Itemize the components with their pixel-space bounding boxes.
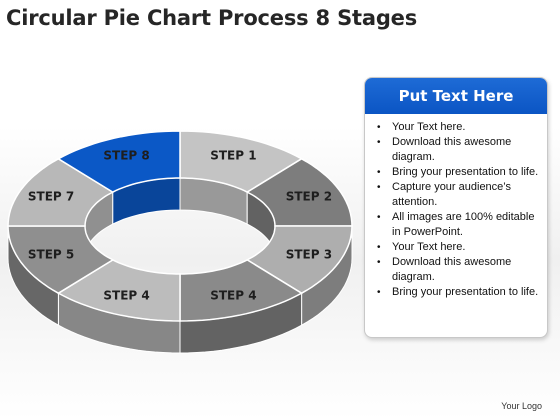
bullet-item: • Your Text here.: [373, 120, 539, 135]
bullet-text: Your Text here.: [392, 241, 466, 253]
bullet-icon: •: [377, 287, 381, 298]
ring-labels: STEP 1 STEP 2 STEP 3 STEP 4 STEP 4 STEP 5 STEP…: [28, 149, 332, 303]
bullet-item: • Capture your audience’s attention.: [373, 180, 539, 210]
ring-segment-label: STEP 2: [286, 190, 332, 204]
bullet-text: Download this awesome diagram.: [392, 136, 512, 163]
bullet-text: Bring your presentation to life.: [392, 286, 539, 298]
ring-segment-label: STEP 8: [103, 149, 149, 163]
ring-segment-label: STEP 4: [103, 288, 149, 302]
bullet-text: Download this awesome diagram.: [392, 256, 512, 283]
bullet-icon: •: [377, 257, 381, 268]
bullet-icon: •: [377, 137, 381, 148]
bullet-item: • Download this awesome diagram.: [373, 135, 539, 165]
ring-segment-label: STEP 4: [210, 288, 256, 302]
bullet-item: • Download this awesome diagram.: [373, 255, 539, 285]
bullet-text: Bring your presentation to life.: [392, 166, 539, 178]
bullet-text: All images are 100% editable in PowerPoi…: [392, 211, 535, 238]
ring-tops: [7, 130, 353, 322]
bullet-icon: •: [377, 182, 381, 193]
panel-header: Put Text Here: [365, 78, 547, 114]
bullet-item: • All images are 100% editable in PowerPo…: [373, 210, 539, 240]
logo-placeholder: Your Logo: [501, 401, 542, 411]
bullet-icon: •: [377, 167, 381, 178]
ring-segment-label: STEP 5: [28, 247, 74, 261]
bullet-item: • Bring your presentation to life.: [373, 165, 539, 180]
bullet-text: Your Text here.: [392, 121, 466, 133]
text-panel: Put Text Here • Your Text here. • Download …: [364, 77, 548, 338]
ring-segment: [56, 130, 181, 193]
ring-segment-label: STEP 3: [286, 247, 332, 261]
bullet-icon: •: [377, 122, 381, 133]
bullet-icon: •: [377, 212, 381, 223]
bullet-item: • Bring your presentation to life.: [373, 285, 539, 300]
page-title: Circular Pie Chart Process 8 Stages: [6, 6, 417, 30]
bullet-icon: •: [377, 242, 381, 253]
bullet-item: • Your Text here.: [373, 240, 539, 255]
bullet-text: Capture your audience’s attention.: [392, 181, 512, 208]
ring-segment-label: STEP 7: [28, 190, 74, 204]
ring-segment-label: STEP 1: [210, 149, 256, 163]
bullet-list: • Your Text here. • Download this awesome d…: [365, 114, 547, 300]
